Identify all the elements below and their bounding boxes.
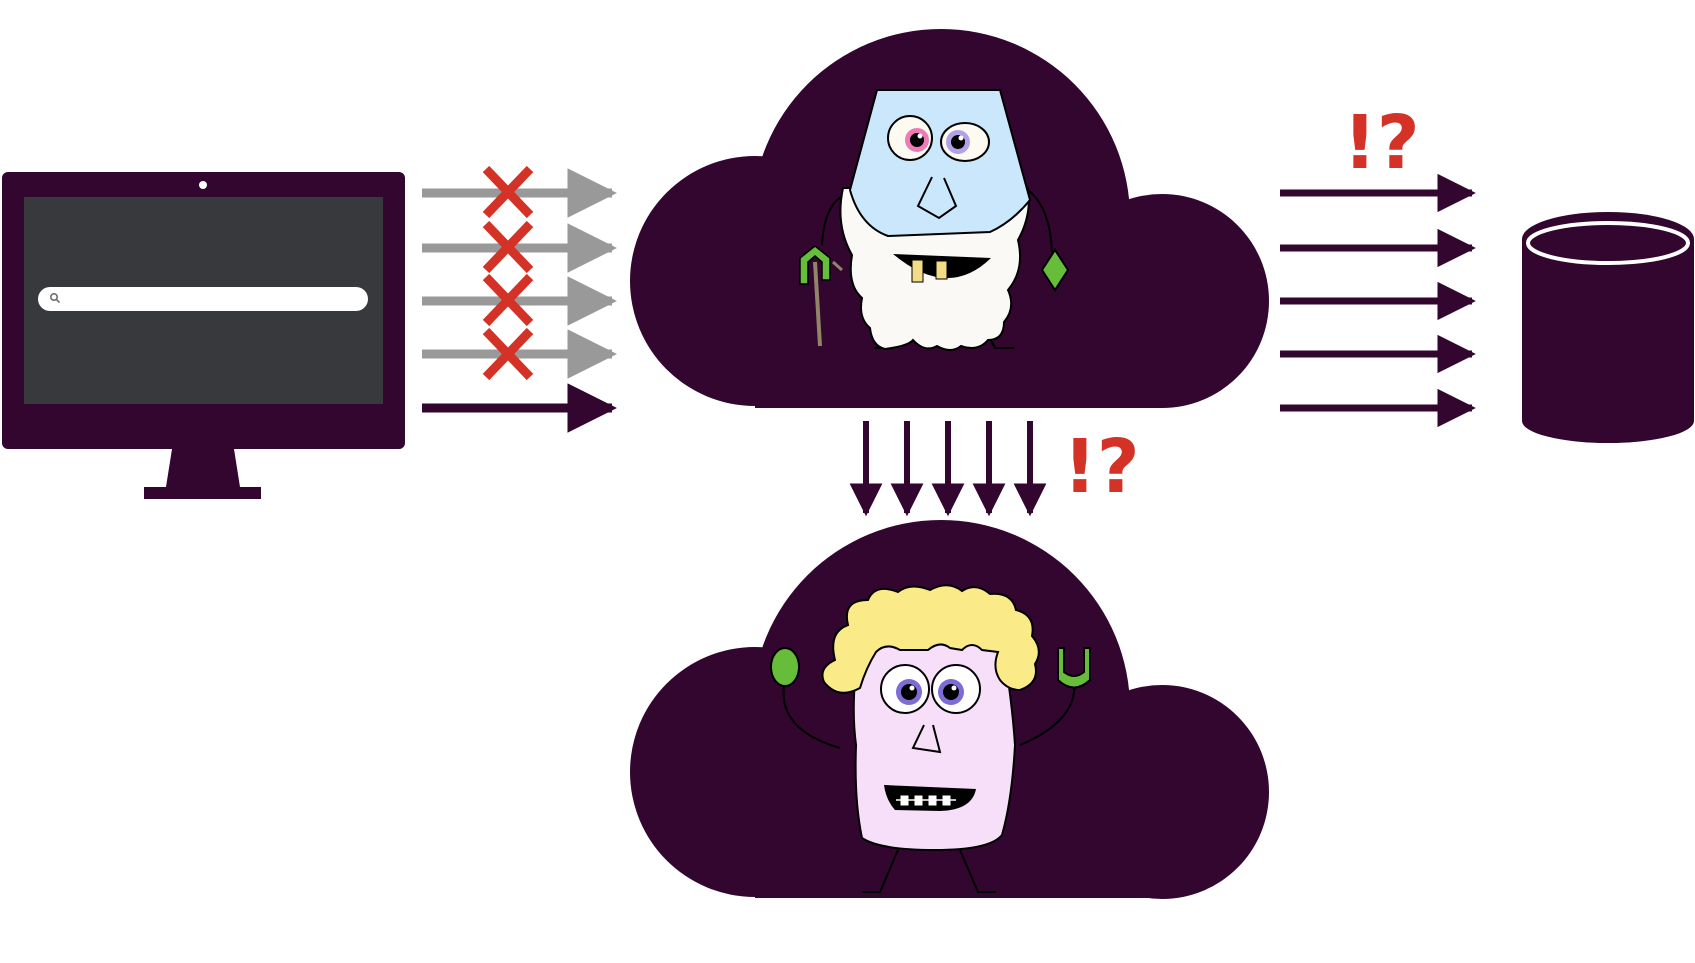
eye (881, 665, 929, 713)
eye (888, 116, 932, 160)
tooth (936, 261, 947, 279)
arrows-cloud-to-cloud (866, 421, 1030, 513)
monitor-base (144, 487, 261, 499)
young-face (854, 640, 1015, 850)
webcam-dot (199, 181, 207, 189)
tooth (912, 260, 923, 282)
database-icon (1522, 212, 1694, 443)
arrows-cloud-to-database (1280, 193, 1472, 408)
blocked-marks (486, 169, 530, 377)
balloon-icon (771, 648, 799, 686)
eye (932, 665, 980, 713)
wizard-head (850, 90, 1030, 236)
monitor-icon (2, 172, 405, 499)
eye (941, 123, 989, 161)
monitor-neck (166, 449, 240, 487)
down-alert-label: !? (1063, 424, 1140, 510)
search-input[interactable] (38, 287, 368, 311)
right-alert-label: !? (1343, 100, 1420, 186)
arrows-computer-to-cloud (422, 193, 612, 408)
